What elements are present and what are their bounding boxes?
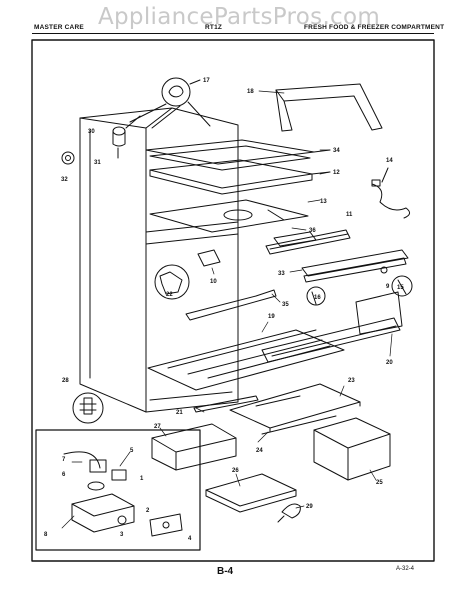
part-19-shelf bbox=[147, 329, 345, 391]
part-33-9-channel bbox=[301, 249, 409, 283]
part-14-harness bbox=[371, 167, 410, 219]
part-label-4: 4 bbox=[188, 536, 192, 542]
part-label-16: 16 bbox=[314, 295, 321, 301]
header-model-label: RT1Z bbox=[205, 24, 223, 31]
part-35-rail bbox=[185, 289, 277, 321]
part-label-20: 20 bbox=[386, 360, 393, 366]
part-label-3: 3 bbox=[120, 532, 124, 538]
part-number-labels: 17 18 30 34 31 32 12 14 13 11 36 9 33 22… bbox=[44, 78, 404, 542]
figure-code: A-32-4 bbox=[396, 566, 415, 572]
part-10-block bbox=[197, 249, 221, 267]
part-label-22: 22 bbox=[166, 292, 173, 298]
part-16-callout bbox=[306, 286, 326, 306]
inset-control-assembly bbox=[35, 429, 201, 551]
part-label-24: 24 bbox=[256, 448, 263, 454]
part-27-crisper bbox=[151, 423, 237, 471]
part-label-31: 31 bbox=[94, 160, 101, 166]
part-28-callout bbox=[72, 392, 104, 424]
header-left-label: MASTER CARE bbox=[34, 24, 84, 31]
part-23-cover bbox=[229, 383, 361, 433]
part-label-28: 28 bbox=[62, 378, 69, 384]
part-label-33: 33 bbox=[278, 271, 285, 277]
part-15-callout bbox=[391, 275, 413, 297]
part-label-10: 10 bbox=[210, 279, 217, 285]
cabinet-shell bbox=[79, 107, 239, 413]
part-34-freezer-shelf bbox=[145, 139, 331, 195]
part-29-scoop bbox=[277, 503, 301, 523]
part-25-bin bbox=[313, 417, 391, 481]
leader-lines bbox=[61, 90, 393, 529]
part-label-30: 30 bbox=[88, 129, 95, 135]
part-label-7: 7 bbox=[62, 457, 66, 463]
part-label-2: 2 bbox=[146, 508, 150, 514]
part-label-8: 8 bbox=[44, 532, 48, 538]
part-30-31-fasteners bbox=[61, 115, 141, 165]
part-label-34: 34 bbox=[333, 148, 340, 154]
part-label-26: 26 bbox=[232, 468, 239, 474]
part-label-9: 9 bbox=[386, 284, 390, 290]
part-label-25: 25 bbox=[376, 480, 383, 486]
part-21-strip bbox=[193, 395, 259, 413]
part-18-bracket bbox=[275, 83, 383, 132]
watermark: AppliancePartsPros.com bbox=[98, 4, 381, 30]
header-right-label: FRESH FOOD & FREEZER COMPARTMENT bbox=[304, 24, 445, 31]
part-label-27: 27 bbox=[154, 424, 161, 430]
part-label-21: 21 bbox=[176, 410, 183, 416]
part-label-12: 12 bbox=[333, 170, 340, 176]
header-rule bbox=[32, 33, 434, 34]
part-label-29: 29 bbox=[306, 504, 313, 510]
part-label-17: 17 bbox=[203, 78, 210, 84]
part-label-5: 5 bbox=[130, 448, 134, 454]
part-22-callout bbox=[154, 264, 190, 300]
part-20-shelf bbox=[261, 291, 403, 363]
part-label-15: 15 bbox=[397, 285, 404, 291]
part-label-6: 6 bbox=[62, 472, 66, 478]
part-label-32: 32 bbox=[61, 177, 68, 183]
part-label-11: 11 bbox=[346, 212, 353, 218]
part-label-18: 18 bbox=[247, 89, 254, 95]
part-label-14: 14 bbox=[386, 158, 393, 164]
part-11-channel bbox=[265, 229, 351, 255]
part-label-19: 19 bbox=[268, 314, 275, 320]
part-label-13: 13 bbox=[320, 199, 327, 205]
part-label-35: 35 bbox=[282, 302, 289, 308]
part-17-callout bbox=[129, 77, 211, 129]
part-label-1: 1 bbox=[140, 476, 144, 482]
part-label-36: 36 bbox=[309, 228, 316, 234]
part-26-ice-tray bbox=[205, 473, 297, 513]
part-label-23: 23 bbox=[348, 378, 355, 384]
part-24-rod bbox=[261, 415, 337, 435]
diagram-frame bbox=[31, 39, 435, 562]
page-number: B-4 bbox=[217, 566, 234, 577]
